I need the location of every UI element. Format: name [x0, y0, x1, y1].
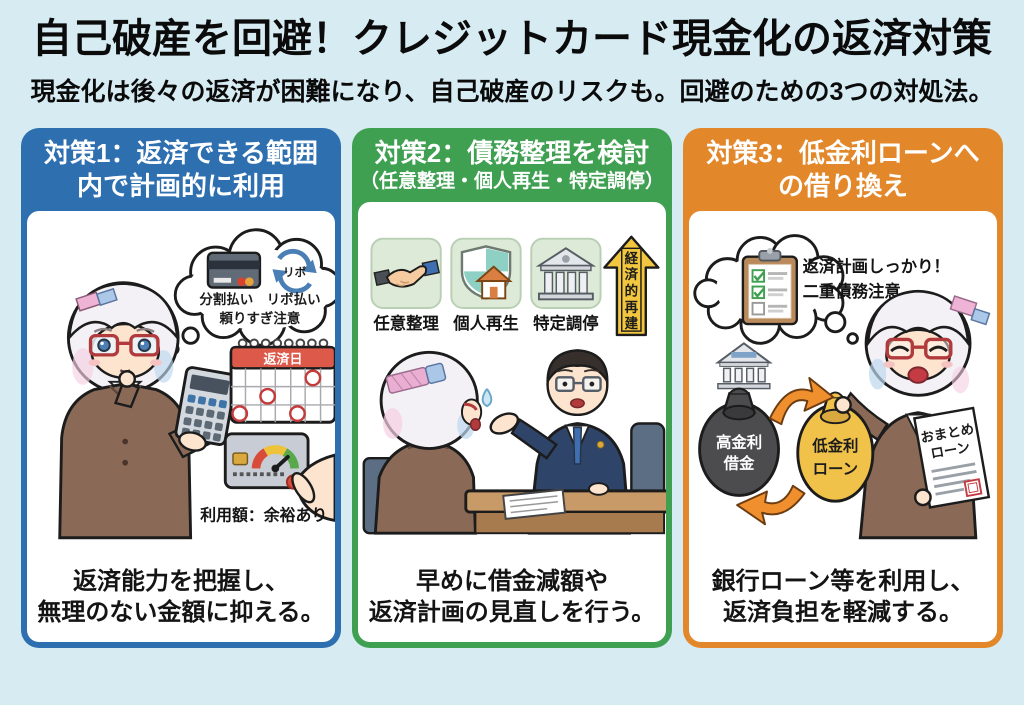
bubble-trail-dot: [846, 331, 859, 345]
bubble-trail-dot: [824, 310, 847, 333]
option-label-2: 個人再生: [452, 314, 518, 333]
bubble-trail-dot: [181, 326, 200, 345]
happy-eye: [928, 345, 948, 352]
panel-strategy-3: 対策3：低金利ローンへ の借り換え: [683, 128, 1003, 648]
bank-icon: [535, 246, 597, 300]
hanko-stamp-icon: [963, 477, 983, 497]
client-woman-back: [373, 350, 493, 535]
marked-date: [231, 404, 249, 422]
panel2-header-line2: （任意整理・個人再生・特定調停）: [359, 171, 664, 193]
ribo-badge-text: リボ: [283, 264, 307, 278]
plan-note-line1: 返済計画しっかり！: [803, 257, 950, 276]
arrow-char-2: 済: [625, 266, 639, 282]
hair-clips-icon: [75, 287, 118, 312]
panel1-illustration: リボ 分割払い リボ払い 頼りすぎ注意: [27, 211, 335, 566]
usage-gauge-icon: [251, 444, 299, 472]
thought-text-line1: 分割払い リボ払い: [199, 290, 320, 306]
high-bag-label-line1: 高金利: [716, 432, 762, 451]
arrow-char-4: 再: [625, 299, 639, 314]
option-label-3: 特定調停: [533, 314, 598, 333]
panel3-header: 対策3：低金利ローンへ の借り換え: [683, 128, 1003, 211]
panel1-header: 対策1：返済できる範囲 内で計画的に利用: [21, 128, 341, 211]
panel3-footer-line1: 銀行ローン等を利用し、: [711, 567, 975, 595]
panel3-header-line2: の借り換え: [777, 171, 908, 202]
panel1-header-line1: 対策1：返済できる範囲: [44, 138, 318, 168]
marked-date: [259, 387, 277, 405]
panel2-header-line1: 対策2：債務整理を検討: [374, 138, 650, 168]
shield-house-icon: [460, 244, 513, 300]
strategy-panels: 対策1：返済できる範囲 内で計画的に利用: [0, 128, 1024, 648]
consultation-scene: [362, 348, 666, 535]
page-subtitle: 現金化は後々の返済が困難になり、自己破産のリスクも。回避のための3つの対処法。: [30, 78, 994, 106]
panel2-header: 対策2：債務整理を検討 （任意整理・個人再生・特定調停）: [352, 128, 672, 202]
panel2-content: 任意整理 個人再生 特定調停 経 済 的 再 建: [358, 201, 666, 642]
panel3-header-line1: 対策3：低金利ローンへ: [706, 138, 980, 168]
refinance-swap-arrows: [736, 376, 835, 525]
checkered-hairband-icon: [385, 362, 447, 394]
credit-limit-card: [223, 431, 335, 522]
panel2-footer-line2: 返済計画の見直しを行う。: [368, 599, 656, 627]
option-label-1: 任意整理: [372, 314, 439, 333]
plan-note-line2: 二重債務注意: [803, 282, 901, 301]
low-bag-label-line1: 低金利: [811, 436, 858, 455]
arrow-char-5: 建: [624, 315, 639, 331]
happy-eye: [890, 345, 910, 352]
panel1-footer-line1: 返済能力を把握し、: [73, 567, 289, 595]
marked-date: [304, 369, 322, 386]
low-bag-label-line2: ローン: [813, 461, 858, 478]
economic-recovery-arrow: 経 済 的 再 建: [603, 235, 660, 336]
credit-card-icon: [206, 251, 262, 289]
panel3-footer: 銀行ローン等を利用し、 返済負担を軽減する。: [689, 566, 997, 642]
panel3-content: 返済計画しっかり！ 二重債務注意: [689, 210, 997, 642]
panel-strategy-2: 対策2：債務整理を検討 （任意整理・個人再生・特定調停）: [352, 128, 672, 648]
hand-on-chin: [118, 369, 137, 388]
panel2-footer: 早めに借金減額や 返済計画の見直しを行う。: [358, 566, 666, 642]
panel3-illustration: 返済計画しっかり！ 二重債務注意: [689, 211, 997, 566]
panel2-illustration: 任意整理 個人再生 特定調停 経 済 的 再 建: [358, 202, 666, 566]
panel1-footer-line2: 無理のない金額に抑える。: [37, 599, 325, 627]
hand-gripping-bag: [834, 395, 852, 414]
repayment-calendar: 返済日: [229, 338, 335, 424]
panel1-content: リボ 分割払い リボ払い 頼りすぎ注意: [27, 210, 335, 642]
panel-strategy-1: 対策1：返済できる範囲 内で計画的に利用: [21, 128, 341, 648]
plan-thought-bubble: [693, 233, 859, 345]
panel3-footer-line2: 返済負担を軽減する。: [723, 599, 963, 627]
hair-clips-icon: [949, 294, 991, 325]
calculator-icon: [174, 365, 238, 446]
page-title: 自己破産を回避！クレジットカード現金化の返済対策: [32, 17, 992, 61]
doc-title-line2: ローン: [929, 439, 971, 461]
payment-thought-bubble: リボ 分割払い リボ払い 頼りすぎ注意: [167, 227, 335, 355]
marked-date: [289, 404, 306, 422]
sweat-drop-icon: [481, 387, 493, 407]
panel2-footer-line1: 早めに借金減額や: [416, 567, 608, 595]
arrow-char-1: 経: [625, 249, 639, 265]
desk: [464, 489, 666, 514]
arrow-char-3: 的: [625, 282, 638, 298]
thinking-woman-illustration: [58, 280, 238, 539]
bank-icon: [714, 341, 773, 389]
panel1-header-line2: 内で計画的に利用: [76, 171, 285, 202]
panel1-footer: 返済能力を把握し、 無理のない金額に抑える。: [27, 566, 335, 642]
handshake-icon: [373, 259, 440, 288]
debt-option-tiles: 任意整理 個人再生 特定調停: [370, 237, 602, 333]
high-bag-label-line2: 借金: [723, 453, 755, 472]
revolving-payment-icon: リボ: [272, 248, 317, 293]
document-on-desk: [502, 488, 567, 520]
usage-amount-label: 利用額：余裕あり: [200, 505, 327, 524]
checklist-clipboard-icon: [741, 247, 799, 325]
gesturing-hand: [489, 411, 520, 435]
calendar-title: 返済日: [264, 351, 303, 366]
high-interest-debt-bag: 高金利 借金: [698, 387, 780, 497]
thought-text-line2: 頼りすぎ注意: [220, 310, 301, 326]
hand-holding-document: [913, 487, 932, 506]
consolidation-loan-document: おまとめ ローン: [912, 406, 991, 509]
